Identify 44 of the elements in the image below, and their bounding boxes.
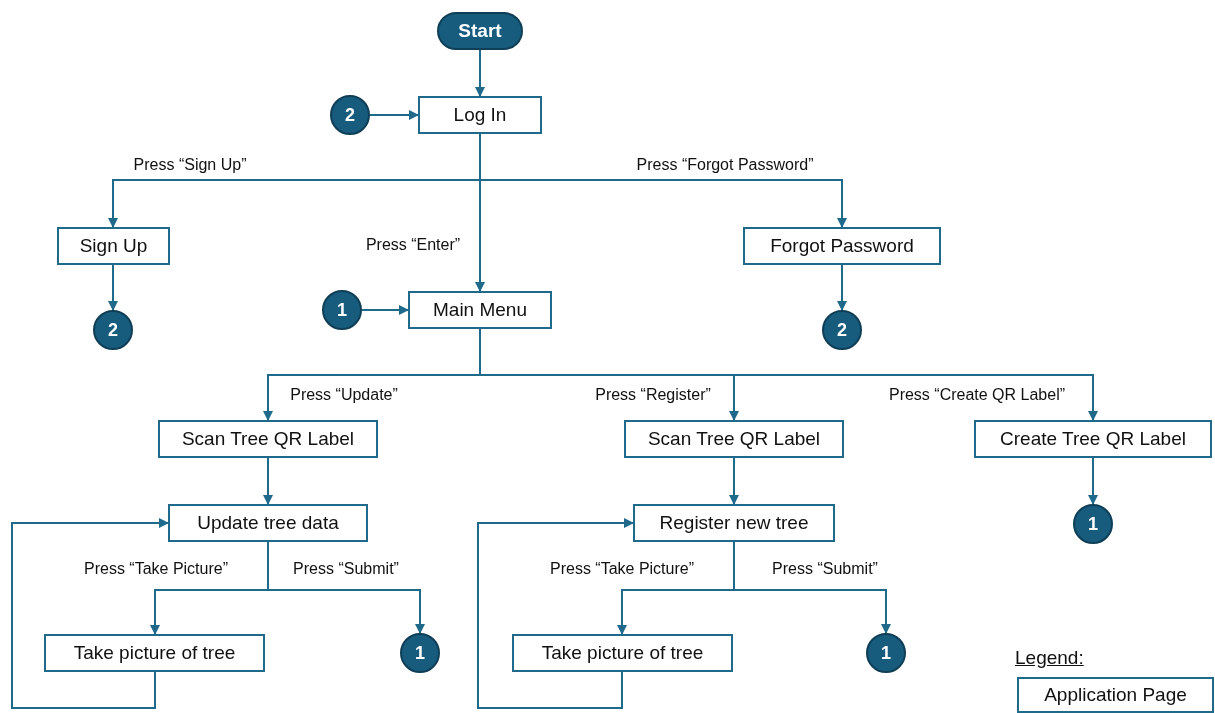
page-box: Take picture of tree [512,634,733,672]
edge-label: Press “Submit” [772,560,878,578]
connector-arrow [263,457,273,505]
page-box: Scan Tree QR Label [158,420,378,458]
connector-arrow [108,264,118,311]
connector-circle: 1 [322,290,362,330]
edge-label: Press “Forgot Password” [636,156,814,174]
connector-circle: 1 [400,633,440,673]
connector-circle: 1 [866,633,906,673]
page-box: Create Tree QR Label [974,420,1212,458]
connector-arrow [477,518,634,709]
page-box: Log In [418,96,542,134]
page-box: Update tree data [168,504,368,542]
edge-label: Press “Register” [595,386,711,404]
start-terminal: Start [437,12,523,50]
connector-circle: 2 [93,310,133,350]
connector-circle: 2 [330,95,370,135]
connector-arrow [1088,457,1098,505]
connector-arrow [267,541,425,634]
connector-circle: 1 [1073,504,1113,544]
edge-label: Press “Update” [290,386,398,404]
connector-arrow [11,518,169,709]
edge-label: Press “Create QR Label” [888,386,1066,404]
connector-arrow [733,541,891,634]
legend-title: Legend: [1015,647,1084,669]
connector-arrow [369,110,419,120]
page-box: Take picture of tree [44,634,265,672]
edge-label: Press “Take Picture” [550,560,694,578]
page-box: Sign Up [57,227,170,265]
page-box: Register new tree [633,504,835,542]
connector-circle: 2 [822,310,862,350]
edge-label: Press “Enter” [365,236,461,254]
page-box: Main Menu [408,291,552,329]
page-box: Forgot Password [743,227,941,265]
connector-arrow [729,457,739,505]
connector-arrow [475,133,485,292]
connector-arrow [361,305,409,315]
page-box: Scan Tree QR Label [624,420,844,458]
edge-label: Press “Sign Up” [133,156,247,174]
edge-label: Press “Submit” [293,560,399,578]
edge-label: Press “Take Picture” [84,560,228,578]
legend-sample-box: Application Page [1017,677,1214,713]
connector-arrow [475,49,485,97]
connector-arrow [837,264,847,311]
